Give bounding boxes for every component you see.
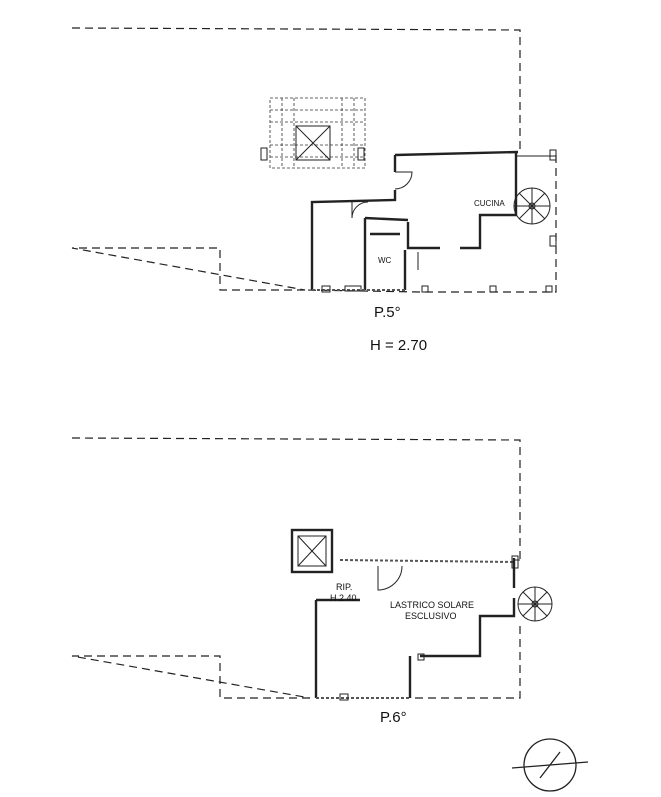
room-label-wc: WC — [378, 256, 392, 265]
floor-6-terrace-walls — [314, 555, 520, 701]
stairwell-hatch — [260, 97, 366, 169]
floor-5-plan: CUCINA WC P.5° H = 2.70 — [71, 27, 557, 354]
shaft-icon — [290, 528, 334, 574]
room-label-rip-height: H 2.40 — [330, 593, 357, 603]
spiral-staircase-icon — [517, 586, 553, 622]
floor-6-building-outline — [71, 437, 521, 699]
floor-5-building-outline — [71, 27, 557, 293]
room-label-rip: RIP. — [336, 582, 352, 592]
room-label-lastrico-2: ESCLUSIVO — [405, 611, 457, 621]
floor-5-apartment-walls — [310, 149, 557, 293]
north-arrow-icon — [511, 738, 589, 792]
floor-6-title: P.6° — [380, 709, 407, 726]
floor-5-title: P.5° — [374, 304, 401, 321]
spiral-staircase-icon — [513, 187, 551, 225]
room-label-lastrico-1: LASTRICO SOLARE — [390, 600, 474, 610]
floor-5-ceiling-height: H = 2.70 — [370, 337, 427, 354]
floor-6-plan: RIP. H 2.40 LASTRICO SOLARE ESCLUSIVO P.… — [71, 437, 553, 726]
room-label-cucina: CUCINA — [474, 199, 505, 208]
